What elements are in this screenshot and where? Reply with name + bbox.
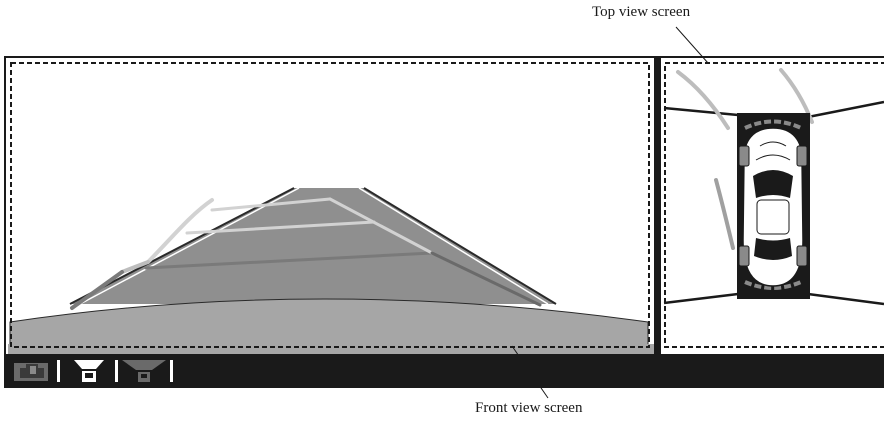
camera-mode-bar <box>5 354 884 387</box>
top-view-screen-label: Top view screen <box>592 4 691 20</box>
front-view-dashed-outline <box>10 62 650 348</box>
top-view-leader-line <box>675 26 709 64</box>
top-view-screen <box>661 59 884 354</box>
wide-view-camera-icon[interactable] <box>122 360 166 382</box>
front-view-camera-icon[interactable] <box>74 360 104 382</box>
front-view-screen-label: Front view screen <box>475 400 583 416</box>
guide-lines <box>70 197 542 310</box>
side-view-camera-icon[interactable] <box>14 363 48 381</box>
vehicle-top-view-icon <box>738 127 808 287</box>
vehicle-hood <box>9 298 649 351</box>
road-surface <box>70 188 556 304</box>
front-view-leader-line <box>511 345 549 399</box>
top-view-dashed-outline <box>664 62 884 348</box>
front-view-screen <box>8 59 654 354</box>
